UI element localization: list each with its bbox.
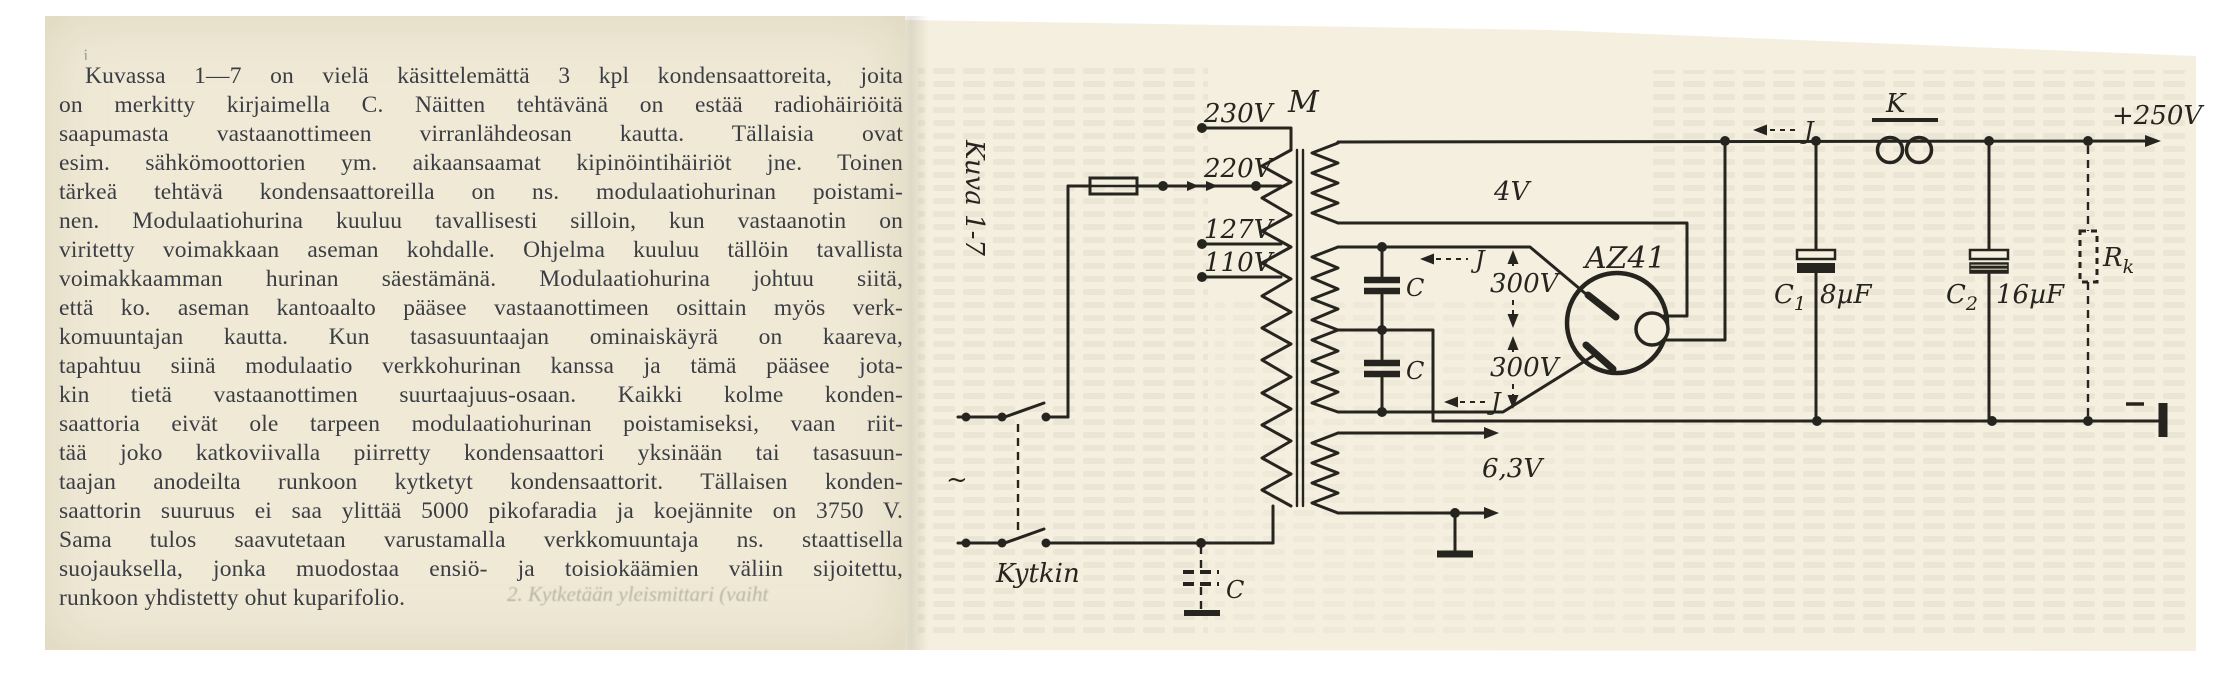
paragraph-line: saattorin suuruus ei saa ylittää 5000 pi… (59, 498, 903, 524)
dashed-capacitor-c: C (1183, 538, 1244, 616)
ac-symbol: ~ (946, 465, 968, 495)
paragraph-line: on merkitty kirjaimella C. Näitten tehtä… (59, 92, 903, 118)
paragraph-line: runkoon yhdistetty ohut kuparifolio. (59, 585, 406, 611)
transformer: 230V 220V 127V 110V M (1197, 85, 1340, 515)
c2-plate-top (1968, 248, 2010, 261)
c1-label: C1 (1774, 280, 1806, 315)
hv-top-label: 300V (1490, 269, 1561, 299)
page-bleed-texture (1650, 70, 2190, 640)
heater-4v-winding (1310, 141, 1340, 225)
dashed-cap-label: C (1226, 576, 1244, 604)
heater-63v: 6,3V (1336, 427, 1544, 558)
rk-label: Rk (2102, 243, 2134, 278)
page-crop-artifact: j (83, 46, 89, 60)
primary-winding (1260, 148, 1293, 508)
paragraph-line: taajan anodeilta runkoon kytketyt konden… (59, 469, 903, 495)
paragraph-line: tapahtuu siinä modulaatio verkkohurinan … (59, 353, 903, 379)
paragraph-line: Sama tulos saavutetaan varustamalla verk… (59, 527, 903, 553)
paragraph-line: Kuvassa 1—7 on vielä käsittelemättä 3 kp… (85, 63, 903, 89)
c2-value: 16µF (1996, 280, 2065, 310)
c1-plate-top (1795, 248, 1837, 261)
bleed-through-text: 2. Kytketään yleismittari (vaiht (507, 582, 769, 606)
heater-4v-label: 4V (1493, 177, 1532, 207)
page-bleed-texture (1215, 300, 1645, 635)
output-label: +250V (2112, 101, 2204, 131)
cap-c-mid-label: C (1406, 357, 1424, 385)
filter-section: J C1 8µF K (1753, 89, 2204, 437)
hv-wiring: C C 300V 300V (1336, 242, 2161, 423)
paragraph-line: saattoria eivät ole tarpeen modulaatiohu… (59, 411, 903, 437)
tube-anode-top (1584, 291, 1620, 321)
tap-220v-label: 220V (1203, 154, 1275, 184)
top-line: 4V (1336, 136, 2152, 342)
hv-bottom-label: 300V (1490, 353, 1561, 383)
rk-resistor (2078, 229, 2099, 284)
c2-label: C2 (1946, 280, 1978, 315)
c1-value: 8µF (1820, 280, 1872, 310)
circuit-drawing: ~ Kytkin (946, 85, 2204, 616)
tube-label: AZ41 (1582, 241, 1666, 276)
paragraph-line: tärkeä tehtävä kondensaattoreilla on ns.… (59, 179, 903, 205)
switch-label: Kytkin (995, 559, 1080, 589)
paragraph-line: kin tietä vastaanottimen suurtaajuus-osa… (59, 382, 903, 408)
choke-label: K (1885, 89, 1907, 119)
paragraph-line: viritetty voimakkaan aseman kohdalle. Oh… (59, 237, 903, 263)
tube-filament (1634, 311, 1670, 347)
paragraph-line: komuuntajan kautta. Kun tasasuuntaajan o… (59, 324, 903, 350)
transformer-label: M (1287, 85, 1320, 120)
paragraph-line: voimakkaamman hurinan säestämänä. Modula… (59, 266, 903, 292)
paragraph-line: nen. Modulaatiohurina kuuluu tavallisest… (59, 208, 903, 234)
paragraph-line: saapumasta vastaanottimeen virranlähdeos… (59, 121, 903, 147)
paragraph-line: tää joko katkoviivalla piirretty kondens… (59, 440, 903, 466)
left-page-paper: j Kuvassa 1—7 on vielä käsittelemättä 3 … (45, 16, 905, 650)
fuse (1066, 176, 1283, 419)
paragraph-line: suojauksella, jonka muodostaa ensiö- ja … (59, 556, 903, 582)
paragraph: Kuvassa 1—7 on vielä käsittelemättä 3 kp… (59, 62, 903, 613)
heater-63v-label: 6,3V (1482, 454, 1544, 484)
figure-caption: Kuva 1-7 (959, 139, 989, 256)
cap-c-top-label: C (1406, 274, 1424, 302)
tap-230v-label: 230V (1203, 99, 1275, 129)
mains-switch: ~ Kytkin (946, 401, 1275, 589)
rectifier-tube: AZ41 (1564, 241, 1670, 376)
choke-loop (1904, 135, 1934, 165)
paragraph-line: että ko. aseman kantoaalto pääsee vastaa… (59, 295, 903, 321)
tube-anode-bottom (1582, 341, 1617, 373)
choke-loop (1875, 135, 1905, 165)
heater-63v-winding (1310, 431, 1340, 515)
c1-plate-bottom (1797, 263, 1835, 273)
paragraph-line: esim. sähkömoottorien ym. aikaansaamat k… (59, 150, 903, 176)
